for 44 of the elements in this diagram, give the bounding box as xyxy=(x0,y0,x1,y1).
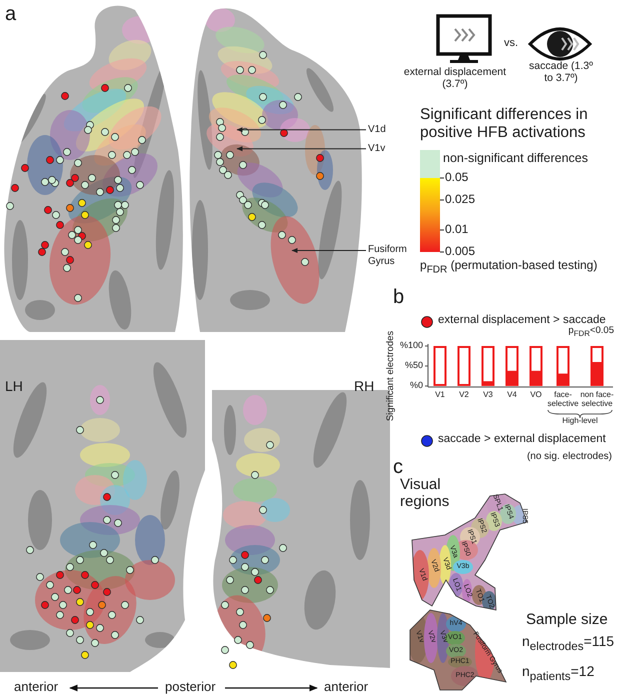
caption: external displacement (3.7º) xyxy=(402,66,508,90)
category-label: V2 xyxy=(458,391,470,400)
hemisphere-label: LH xyxy=(5,378,23,394)
tick-label: %100 xyxy=(400,341,423,351)
caption: vs. xyxy=(504,37,518,50)
category-label: VO xyxy=(529,391,543,400)
structure-label: V1d xyxy=(368,124,386,136)
hemisphere-label: RH xyxy=(354,378,374,394)
panel-letter: a xyxy=(5,3,16,26)
tick-label: 0.025 xyxy=(445,193,476,207)
caption: saccade (1.3º to 3.7º) xyxy=(528,60,594,84)
panel-letter: c xyxy=(393,456,403,478)
category-label: V4 xyxy=(506,391,518,400)
tick-label: %0 xyxy=(410,381,423,391)
direction-label: posterior xyxy=(165,680,216,695)
axis-label: p$_{FDR}$ (permutation-based testing) xyxy=(420,259,598,276)
note: p$_{FDR}$<0.05 xyxy=(568,326,614,338)
panel-letter: b xyxy=(393,286,404,309)
category-label: face- selective xyxy=(546,391,580,409)
legend-title: Significant differences in positive HFB activations xyxy=(420,106,589,142)
direction-label: anterior xyxy=(324,680,368,695)
category-label: V1 xyxy=(434,391,446,400)
sample-size-heading: Sample size xyxy=(526,611,608,628)
structure-label: V1v xyxy=(368,143,386,154)
bar xyxy=(482,381,494,386)
sample-count: n$_{electrodes}$=115 xyxy=(522,633,614,654)
direction-label: anterior xyxy=(14,680,58,695)
leader-line xyxy=(236,146,366,152)
note: (no sig. electrodes) xyxy=(526,451,612,462)
category-label: V3 xyxy=(482,391,494,400)
legend-label: saccade > external displacement xyxy=(438,433,606,446)
legend-label: external displacement > saccade xyxy=(438,314,606,326)
category-label: non face- selective xyxy=(579,391,615,409)
tick-label: 0.005 xyxy=(445,245,476,259)
tick-label: 0.01 xyxy=(445,223,468,237)
structure-label: Fusiform Gyrus xyxy=(368,244,416,267)
leader-line xyxy=(236,127,366,132)
tick-label: %50 xyxy=(404,361,423,371)
sample-count: n$_{patients}$=12 xyxy=(522,663,594,684)
tick-label: 0.05 xyxy=(445,171,468,185)
panel-title: Visual regions xyxy=(400,476,450,510)
legend-label: non-significant differences xyxy=(443,151,588,166)
group-label: High-level xyxy=(561,416,599,426)
axis-title: Significant electrodes xyxy=(386,330,396,422)
